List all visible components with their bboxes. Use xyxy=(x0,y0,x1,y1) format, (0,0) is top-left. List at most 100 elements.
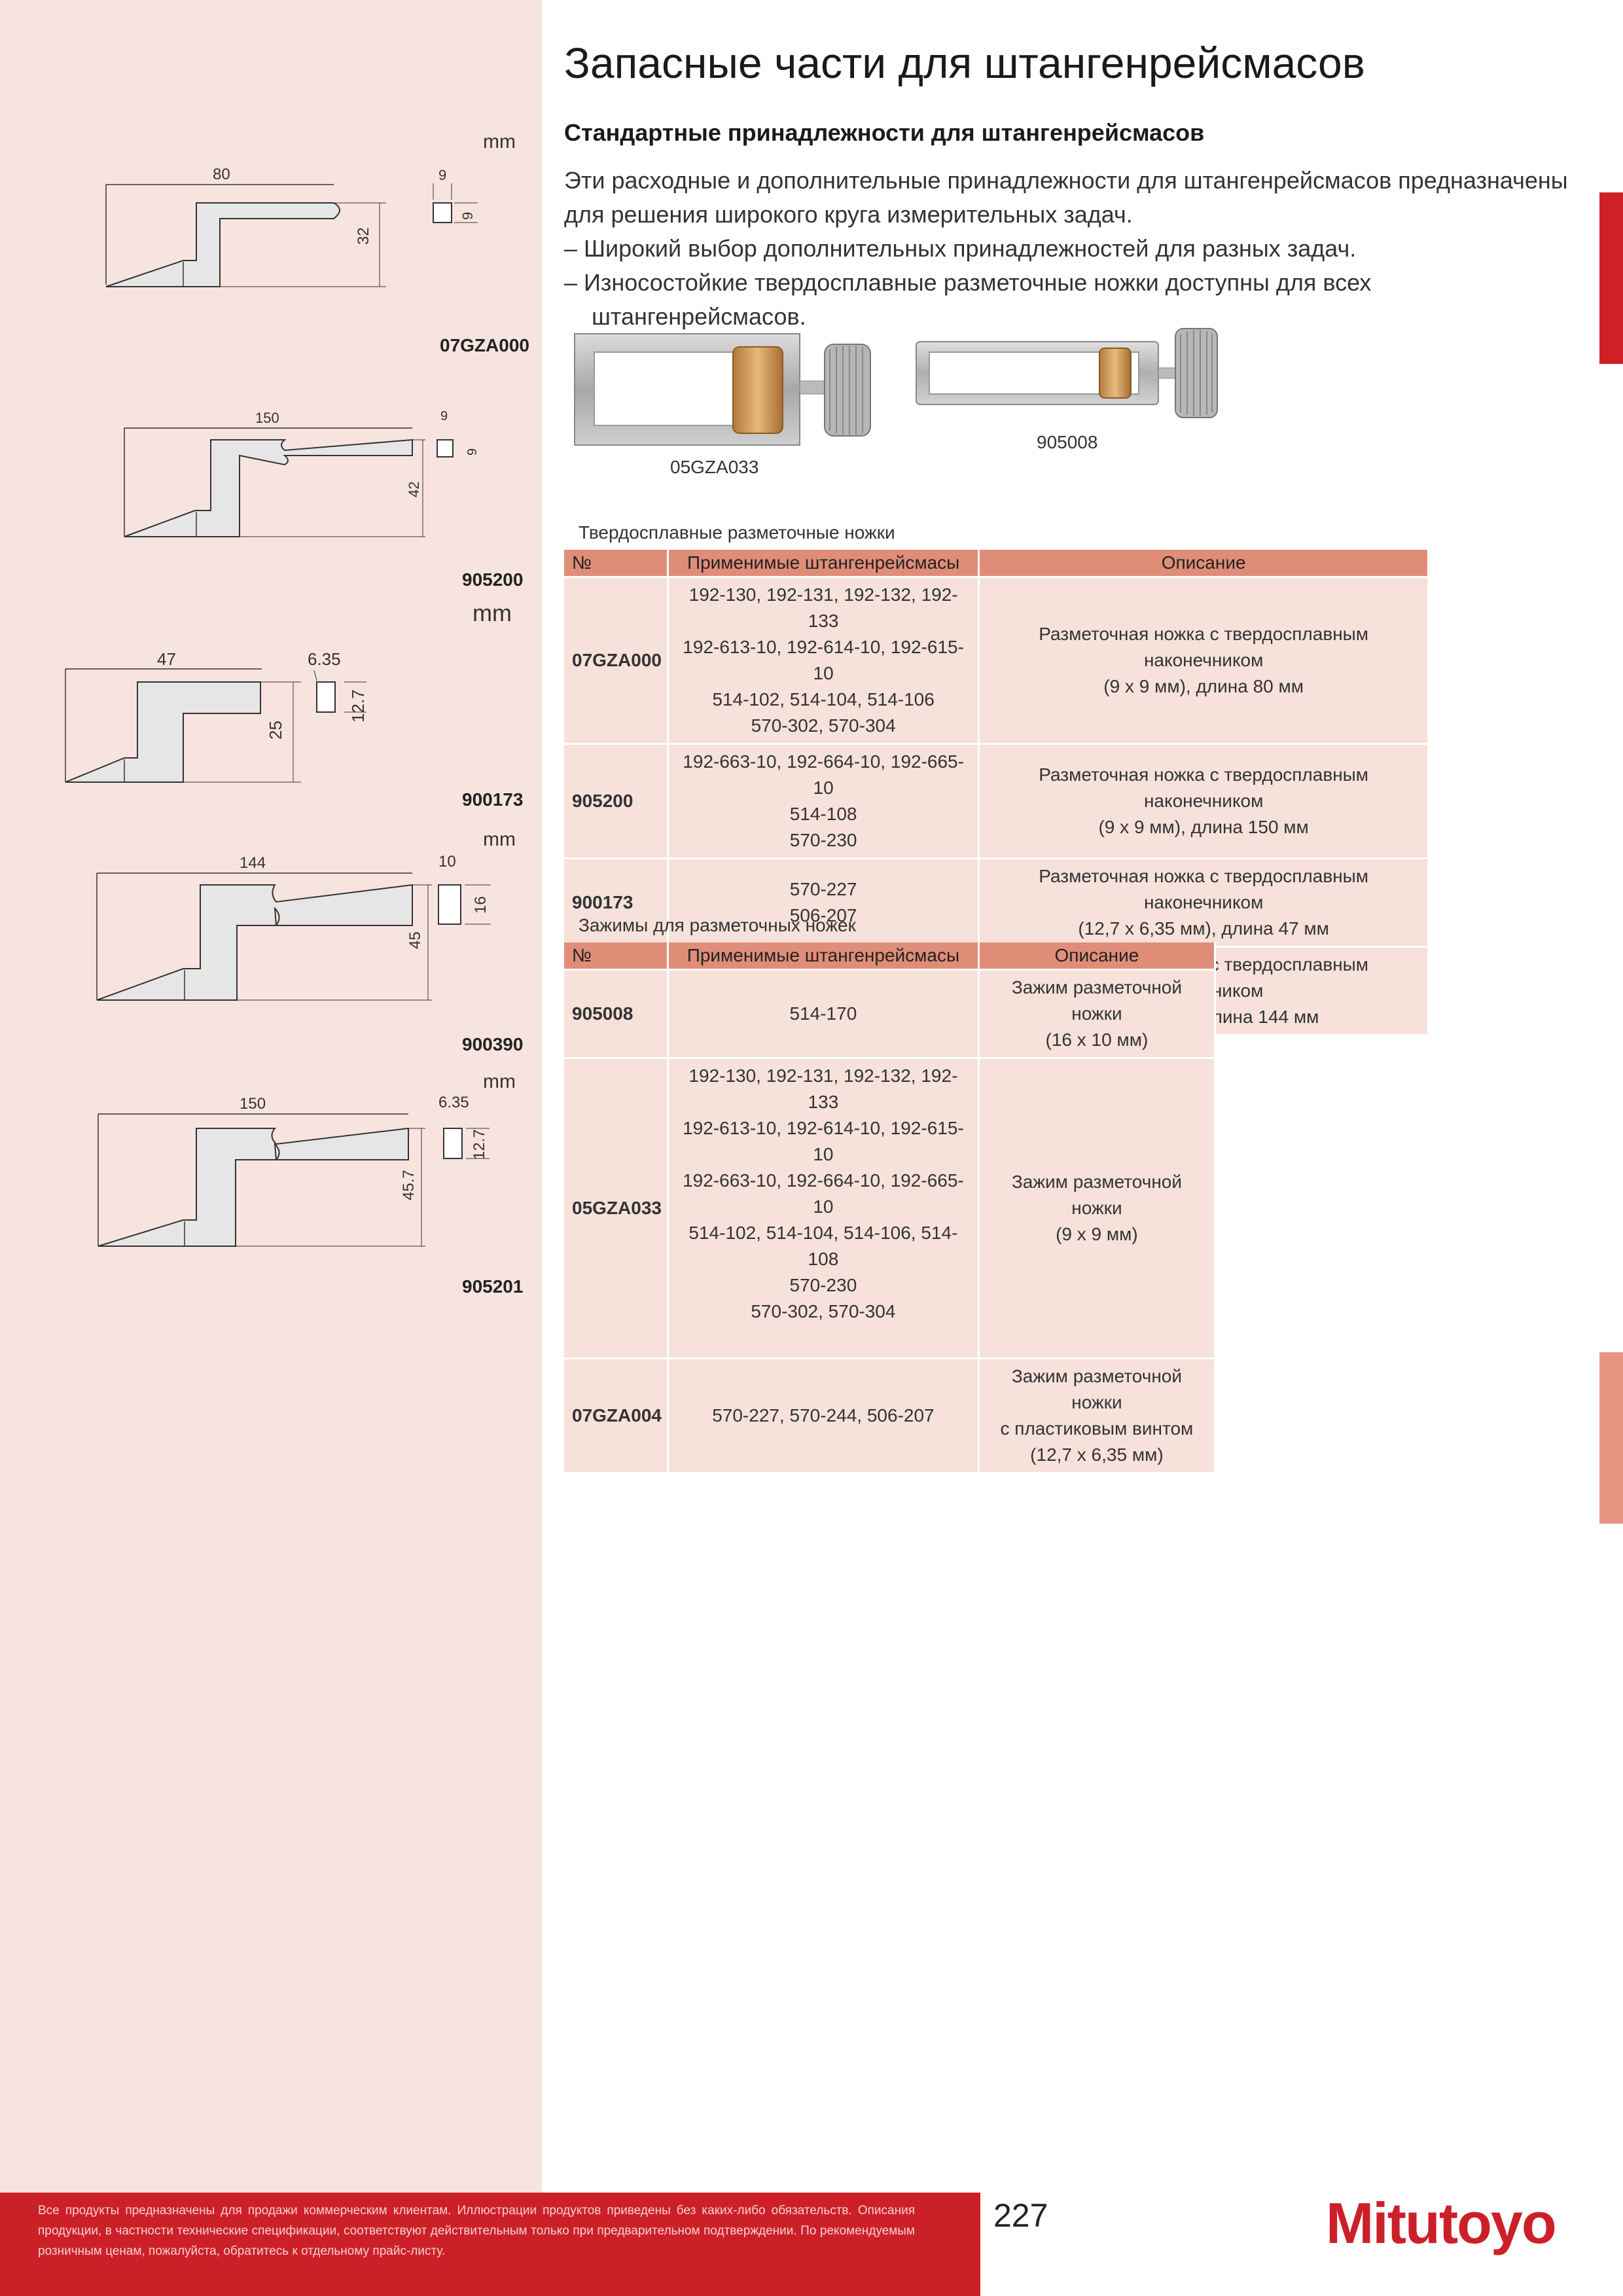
description-line: (12,7 x 6,35 мм), длина 47 мм xyxy=(1078,918,1329,939)
model-line: 514-108 xyxy=(789,804,857,824)
description-line: (9 x 9 мм), длина 150 мм xyxy=(1098,817,1309,837)
unit-label: mm xyxy=(483,1071,516,1092)
dim-height: 12.7 xyxy=(471,1129,488,1160)
table-caption: Зажимы для разметочных ножек xyxy=(579,915,856,935)
model-line: 192-130, 192-131, 192-132, 192-133 xyxy=(688,584,958,631)
model-line: 192-130, 192-131, 192-132, 192-133 xyxy=(688,1066,958,1112)
left-panel xyxy=(0,0,542,2193)
photo-caption: 905008 xyxy=(1037,432,1098,452)
dim-height: 12.7 xyxy=(348,689,368,723)
description-line: Зажим разметочной ножки xyxy=(1011,1172,1183,1218)
models-cell: 514-170 xyxy=(668,969,980,1058)
dim-length: 150 xyxy=(255,410,279,426)
description-line: Зажим разметочной ножки xyxy=(1011,1366,1183,1412)
carbide-points-table: № Применимые штангенрейсмасы Описание 07… xyxy=(564,550,1429,1034)
dim-height: 9 xyxy=(459,212,476,220)
intro-block: Эти расходные и дополнительные принадлеж… xyxy=(564,164,1585,334)
scribing-point-drawing-905201: 150 45.7 6.35 12.7 xyxy=(98,1094,490,1247)
unit-label: mm xyxy=(483,829,516,850)
column-header: Описание xyxy=(978,550,1429,577)
column-header: № xyxy=(564,550,669,577)
description-line: Разметочная ножка с твердосплавным након… xyxy=(1039,866,1369,912)
legal-disclaimer: Все продукты предназначены для продажи к… xyxy=(38,2204,915,2258)
model-line: 570-230 xyxy=(789,1275,857,1295)
description-cell: Разметочная ножка с твердосплавным након… xyxy=(978,576,1429,744)
part-code: 905200 xyxy=(462,569,524,590)
table-row: 900173 570-227 506-207 Разметочная ножка… xyxy=(564,857,1429,947)
scribing-point-drawing-905200: 150 42 9 9 xyxy=(124,409,480,537)
part-number-cell: 05GZA033 xyxy=(564,1057,669,1359)
part-number-cell: 905200 xyxy=(564,743,669,859)
description-cell: Зажим разметочной ножки (16 x 10 мм) xyxy=(978,969,1217,1058)
dim-height: 9 xyxy=(465,448,480,456)
column-header: Применимые штангенрейсмасы xyxy=(668,942,980,970)
models-cell: 192-130, 192-131, 192-132, 192-133 192-6… xyxy=(668,1057,980,1359)
description-line: (12,7 x 6,35 мм) xyxy=(1030,1444,1164,1465)
model-line: 192-663-10, 192-664-10, 192-665-10 xyxy=(683,751,964,798)
model-line: 192-663-10, 192-664-10, 192-665-10 xyxy=(683,1170,964,1217)
model-line: 514-170 xyxy=(789,1003,857,1024)
table-caption: Твердосплавные разметочные ножки xyxy=(579,522,895,543)
model-line: 570-302, 570-304 xyxy=(751,1301,896,1321)
dim-depth: 45.7 xyxy=(400,1170,418,1200)
part-number-cell: 900173 xyxy=(564,857,669,947)
model-line: 192-613-10, 192-614-10, 192-615-10 xyxy=(683,637,964,683)
dim-length: 144 xyxy=(240,854,266,872)
scribing-point-drawing-900390: 144 45 10 16 xyxy=(96,853,491,1001)
bullet-item: – Широкий выбор дополнительных принадлеж… xyxy=(564,235,1357,262)
part-code: 900390 xyxy=(462,1034,524,1054)
dim-depth: 45 xyxy=(406,931,424,949)
models-cell: 192-130, 192-131, 192-132, 192-133 192-6… xyxy=(668,576,980,744)
model-line: 570-302, 570-304 xyxy=(751,715,896,736)
footer-bar xyxy=(0,2193,980,2296)
description-line: (9 x 9 мм), длина 80 мм xyxy=(1103,676,1304,696)
dim-length: 150 xyxy=(240,1095,266,1113)
dim-length: 80 xyxy=(213,166,230,183)
table-row: 905008 514-170 Зажим разметочной ножки (… xyxy=(564,969,1217,1058)
dim-width: 10 xyxy=(438,853,456,870)
clamp-photo-905008 xyxy=(916,328,1218,418)
section-subtitle: Стандартные принадлежности для штангенре… xyxy=(564,119,1205,146)
column-header: № xyxy=(564,942,669,970)
model-line: 570-230 xyxy=(789,830,857,850)
description-cell: Зажим разметочной ножки с пластиковым ви… xyxy=(978,1357,1217,1472)
description-line: с пластиковым винтом xyxy=(1000,1418,1194,1439)
dim-width: 6.35 xyxy=(438,1094,469,1111)
table-header-row: № Применимые штангенрейсмасы Описание xyxy=(564,942,1217,970)
clamps-table: № Применимые штангенрейсмасы Описание 90… xyxy=(564,942,1217,1472)
page-number: 227 xyxy=(993,2197,1048,2234)
model-line: 570-227 xyxy=(789,879,857,899)
scribing-point-drawing-900173: 47 25 6.35 12.7 xyxy=(65,649,368,783)
model-line: 570-227, 570-244, 506-207 xyxy=(712,1405,935,1426)
section-tab-red xyxy=(1599,192,1623,364)
page-title: Запасные части для штангенрейсмасов xyxy=(564,39,1365,87)
dim-depth: 32 xyxy=(355,227,372,245)
description-line: (16 x 10 мм) xyxy=(1045,1030,1149,1050)
clamp-photo-05GZA033 xyxy=(574,333,871,446)
models-cell: 570-227, 570-244, 506-207 xyxy=(668,1357,980,1472)
dim-width: 9 xyxy=(438,167,446,183)
part-number-cell: 07GZA004 xyxy=(564,1357,669,1472)
column-header: Описание xyxy=(978,942,1217,970)
dim-height: 16 xyxy=(472,896,490,914)
part-code: 900173 xyxy=(462,789,524,810)
description-cell: Разметочная ножка с твердосплавным након… xyxy=(978,857,1429,947)
model-line: 514-102, 514-104, 514-106 xyxy=(712,689,935,709)
models-cell: 570-227 506-207 xyxy=(668,857,980,947)
unit-label: mm xyxy=(483,131,516,152)
part-number-cell: 905008 xyxy=(564,969,669,1058)
description-line: (9 x 9 мм) xyxy=(1056,1224,1138,1244)
dim-depth: 42 xyxy=(406,482,422,497)
description-cell: Зажим разметочной ножки (9 x 9 мм) xyxy=(978,1057,1217,1359)
scribing-point-drawing-07GZA000: 32 80 9 9 xyxy=(105,166,478,287)
table-row: 07GZA004 570-227, 570-244, 506-207 Зажим… xyxy=(564,1357,1217,1472)
table-row: 905200 192-663-10, 192-664-10, 192-665-1… xyxy=(564,743,1429,859)
dim-width: 6.35 xyxy=(308,649,341,669)
part-code: 905201 xyxy=(462,1276,524,1297)
bullet-item: – Износостойкие твердосплавные разметочн… xyxy=(564,269,1372,330)
section-tab-pink xyxy=(1599,1352,1623,1524)
description-line: Зажим разметочной ножки xyxy=(1011,977,1183,1024)
model-line: 514-102, 514-104, 514-106, 514-108 xyxy=(688,1223,958,1269)
intro-text: Эти расходные и дополнительные принадлеж… xyxy=(564,167,1568,228)
photo-caption: 05GZA033 xyxy=(670,457,759,477)
